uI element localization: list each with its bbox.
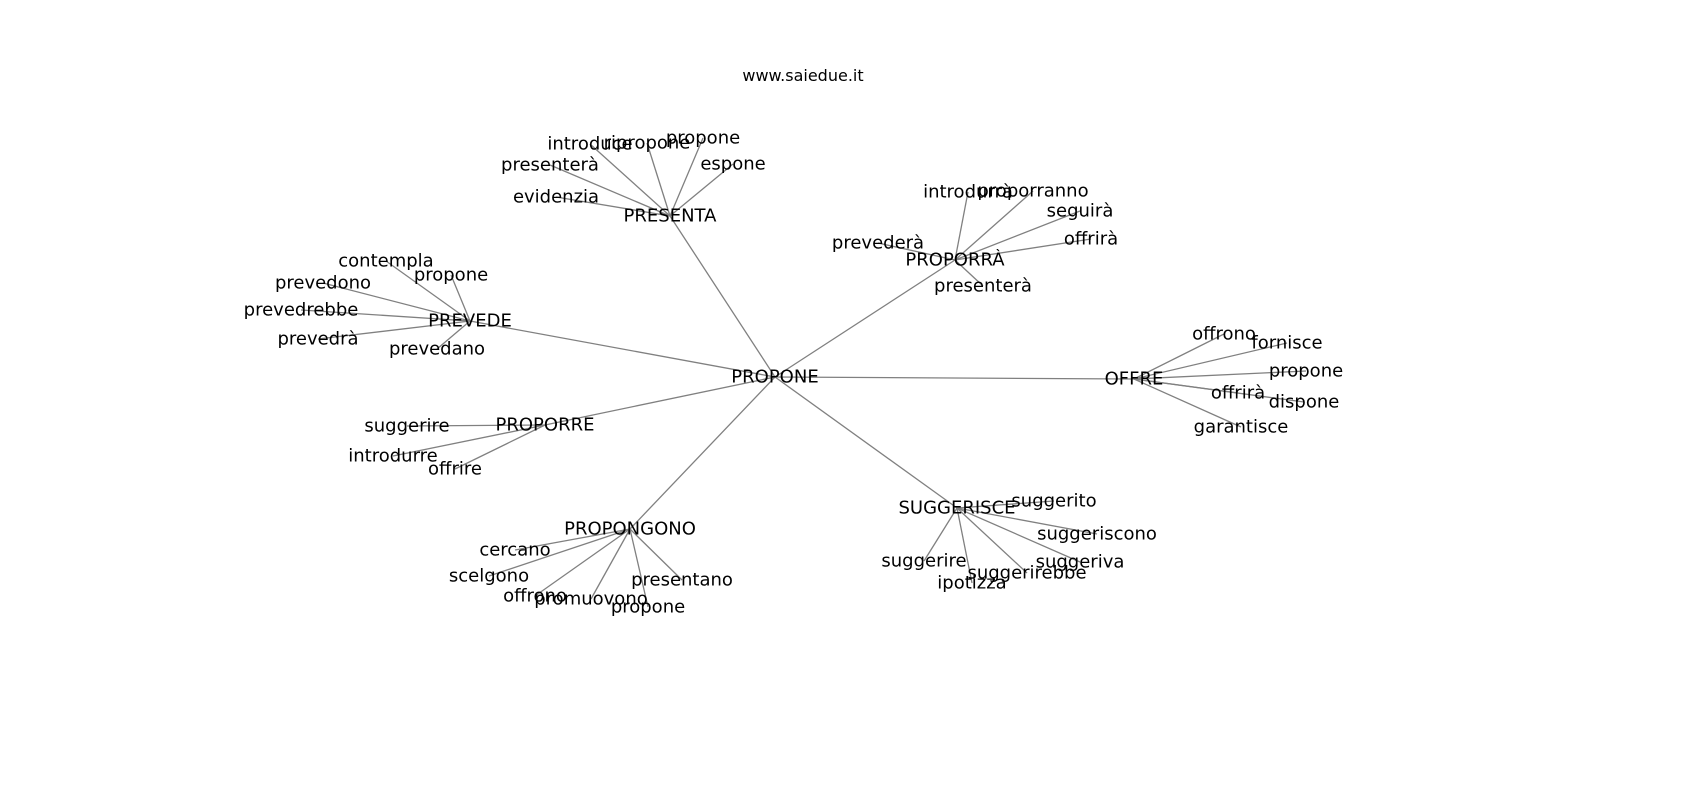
node-prevede-prevedano: prevedano [389,339,485,360]
node-propongono: PROPONGONO [564,519,696,540]
node-propongono-offrono: offrono [503,586,567,607]
node-suggerisce-ipotizza: ipotizza [937,573,1006,594]
edge-propongono-to-propongono-offrono [534,528,631,597]
edge-proporre-to-proporre-offrire [454,424,546,470]
edge-presenta-to-presenta-espone [669,163,734,217]
node-offre-dispone: dispone [1269,392,1340,413]
node-presenta-evidenzia: evidenzia [513,187,599,208]
node-offre-offrira: offrirà [1211,383,1265,404]
node-suggerisce-suggeriva: suggeriva [1036,552,1125,573]
edge-suggerisce-to-suggerisce-suggeriva [956,507,1081,563]
edge-presenta-to-presenta-evidenzia [555,196,671,217]
edge-proporra-to-proporra-introdurra [954,191,969,261]
edge-propongono-to-propongono-scelgono [488,528,631,577]
node-proporre-introdurre: introdurre [348,446,437,467]
edge-offre-to-offre-propone [1133,370,1307,380]
edge-proporra-to-proporra-offrira [954,238,1092,261]
edge-prevede-to-prevede-prevedra [317,320,471,340]
node-offre-offrono: offrono [1192,324,1256,345]
node-proporra-introdurra: introdurrà [923,182,1013,203]
edge-prevede-to-prevede-propone [450,274,471,322]
edge-propone-to-suggerisce [774,376,958,509]
edge-propongono-to-propongono-propone [629,528,649,608]
node-propone: PROPONE [731,367,818,388]
edge-propone-to-prevede [469,320,776,378]
node-prevede-prevedrebbe: prevedrebbe [244,300,359,321]
node-proporre: PROPORRE [496,415,595,436]
node-presenta-introduce: introduce [547,134,632,155]
node-proporra: PROPORRÀ [905,249,1005,271]
edge-presenta-to-presenta-introduce [589,143,671,217]
node-prevede-propone: propone [414,265,488,286]
node-proporra-presentera: presenterà [934,276,1032,297]
edge-offre-to-offre-offrono [1133,333,1225,380]
edge-prevede-to-prevede-contempla [385,260,471,322]
edge-proporra-to-proporra-proporranno [954,190,1034,261]
edge-propone-to-proporra [774,259,956,378]
node-presenta-propone: propone [666,128,740,149]
edge-proporra-to-proporra-presentera [954,259,984,287]
edge-prevede-to-prevede-prevedrebbe [300,309,471,322]
labels-layer: PROPONEPRESENTAintroduceriproponepropone… [244,128,1344,618]
node-proporra-prevedera: prevederà [832,233,924,254]
node-proporre-suggerire: suggerire [364,416,449,437]
node-propongono-presentano: presentano [631,570,733,591]
node-presenta-espone: espone [700,154,765,175]
edge-suggerisce-to-suggerisce-suggerirebbe [956,507,1028,574]
node-proporra-proporranno: proporranno [977,181,1088,202]
node-prevede-contempla: contempla [338,251,433,272]
node-prevede-prevedono: prevedono [275,273,371,294]
node-proporra-offrira: offrirà [1064,229,1118,250]
edge-propone-to-offre [774,376,1135,380]
node-offre-garantisce: garantisce [1194,417,1289,438]
node-propongono-scelgono: scelgono [449,566,529,587]
edge-propone-to-presenta [669,215,776,378]
node-offre: OFFRE [1105,369,1164,390]
node-suggerisce-suggerirebbe: suggerirebbe [967,563,1086,584]
edge-offre-to-offre-garantisce [1133,378,1242,428]
node-prevede-prevedra: prevedrà [277,329,358,350]
edge-offre-to-offre-dispone [1133,378,1305,403]
node-presenta-presentera: presenterà [501,155,599,176]
node-suggerisce: SUGGERISCE [898,498,1015,519]
edge-suggerisce-to-suggerisce-suggerito [956,500,1055,509]
node-offre-fornisce: fornisce [1251,333,1322,354]
node-proporre-offrire: offrire [428,459,482,480]
node-suggerisce-suggeriscono: suggeriscono [1037,524,1157,545]
edge-propongono-to-propongono-presentano [629,528,683,581]
node-presenta: PRESENTA [624,206,718,227]
edge-propone-to-propongono [629,376,776,530]
edge-presenta-to-presenta-presentera [549,164,671,217]
edge-presenta-to-presenta-ripropone [646,142,671,217]
node-suggerisce-suggerire: suggerire [881,551,966,572]
node-proporra-seguira: seguirà [1047,201,1114,222]
node-prevede: PREVEDE [428,311,512,332]
edges-layer [300,137,1307,608]
edge-proporre-to-proporre-suggerire [406,424,546,427]
edge-propone-to-proporre [544,376,776,426]
diagram-title: www.saiedue.it [742,66,864,85]
edge-presenta-to-presenta-propone [669,137,704,217]
edge-proporre-to-proporre-introdurre [392,424,546,457]
edge-suggerisce-to-suggerisce-suggerire [923,507,958,562]
edge-prevede-to-prevede-prevedono [322,282,471,322]
edge-suggerisce-to-suggerisce-ipotizza [956,507,973,584]
node-propongono-promuovono: promuovono [534,589,647,610]
edge-offre-to-offre-fornisce [1133,342,1288,380]
node-suggerisce-suggerito: suggerito [1011,491,1096,512]
edge-prevede-to-prevede-prevedano [436,320,471,350]
edge-proporra-to-proporra-seguira [954,210,1081,261]
node-offre-propone: propone [1269,361,1343,382]
node-propongono-propone: propone [611,597,685,618]
node-propongono-cercano: cercano [479,540,550,561]
edge-proporra-to-proporra-prevedera [877,242,956,261]
node-presenta-ripropone: ripropone [604,133,691,154]
edge-propongono-to-propongono-promuovono [590,528,631,600]
edge-suggerisce-to-suggerisce-suggeriscono [956,507,1098,535]
edge-propongono-to-propongono-cercano [514,528,631,551]
